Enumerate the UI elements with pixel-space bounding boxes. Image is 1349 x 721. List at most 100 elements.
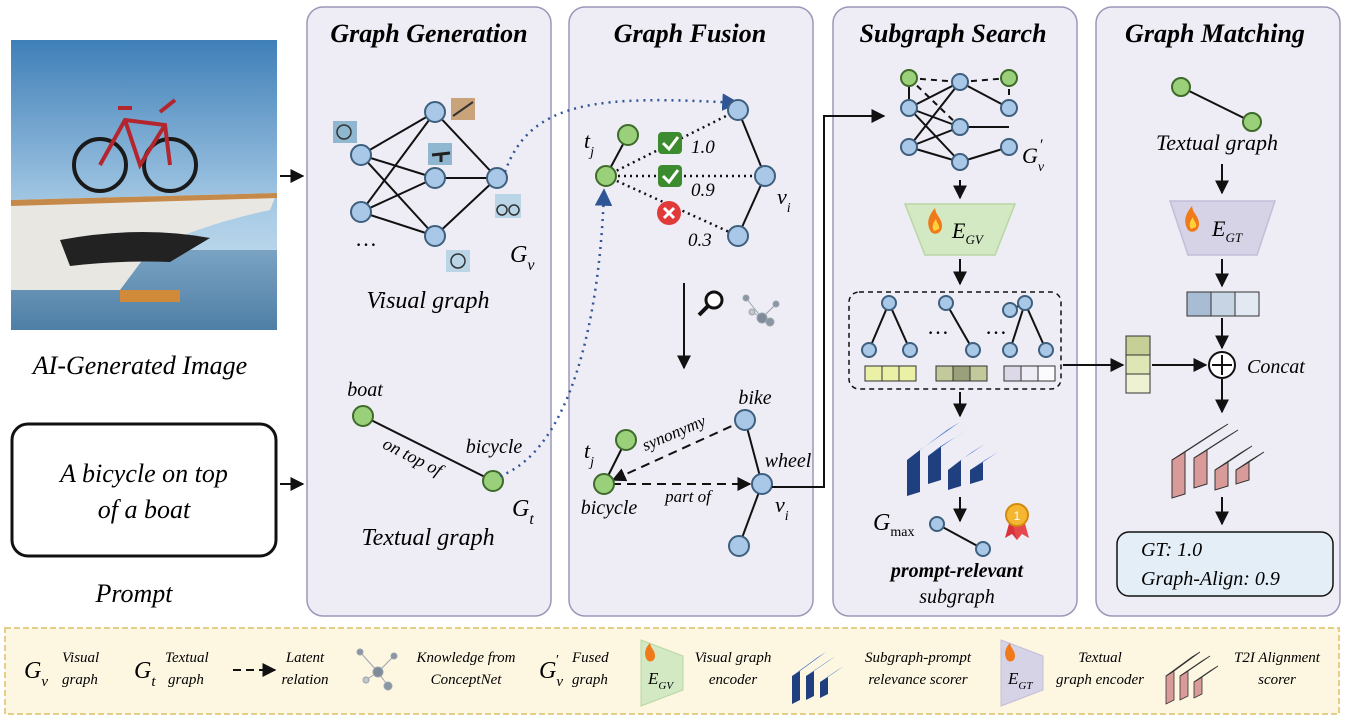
legend-t2i-line1: T2I Alignment <box>1234 650 1321 666</box>
legend-egt-symbol: EGT <box>1007 669 1033 692</box>
fused-graph-prime: ′ <box>1040 137 1044 154</box>
legend-egt-line2: graph encoder <box>1056 672 1144 688</box>
bicycle-photo-icon <box>72 98 198 193</box>
prompt-relevant-subgraph <box>929 516 991 557</box>
title-subgraph-search: Subgraph Search <box>859 19 1046 48</box>
score-3: 0.3 <box>688 230 712 251</box>
check-icon <box>658 132 682 187</box>
result-gt: GT: 1.0 <box>1141 539 1202 561</box>
score-1: 1.0 <box>691 137 715 158</box>
visual-graph-label: Visual graph <box>367 288 490 314</box>
dotted-arrow-textual-to-fusion <box>499 188 613 478</box>
title-graph-generation: Graph Generation <box>330 19 527 48</box>
subgraph-candidates-box <box>848 291 1062 390</box>
textual-graph-label: Textual graph <box>361 525 494 551</box>
image-caption: AI-Generated Image <box>31 351 247 380</box>
legend-gv-symbol: Gv <box>24 658 48 690</box>
legend-scorer-line2: relevance scorer <box>868 672 967 688</box>
t2i-alignment-scorer <box>1171 423 1265 499</box>
legend-knowledge-line2: ConceptNet <box>431 672 503 688</box>
graph-embedding-vector <box>1125 335 1151 394</box>
magnifier-icon <box>697 290 724 317</box>
fused-graph-symbol: Gv <box>1022 143 1045 175</box>
result-box <box>1116 531 1334 597</box>
legend-t2i-scorer-icon <box>1165 651 1219 705</box>
prompt-box <box>10 422 278 558</box>
flame-icon <box>645 643 655 662</box>
node-label-bike: bike <box>738 387 771 409</box>
textual-graph-encoder <box>1168 200 1277 256</box>
fused-graph <box>900 69 1018 171</box>
legend-gv-line1: Visual <box>62 650 99 666</box>
textual-graph-matching <box>1171 77 1262 132</box>
legend-fused-symbol: Gv <box>539 658 563 690</box>
relevance-scorer <box>907 422 998 496</box>
bicycle-thumbnail-icon <box>333 98 521 272</box>
edge-label-part-of: part of <box>664 487 713 506</box>
legend-gt-line2: graph <box>168 672 204 688</box>
subgraph-label-line2: subgraph <box>919 586 995 608</box>
vi-symbol-bottom: vi <box>775 492 789 524</box>
legend-latent-line1: Latent <box>285 650 325 666</box>
legend-fused-line2: graph <box>572 672 608 688</box>
arrow-fusion-to-search <box>772 109 886 488</box>
panel-graph-fusion <box>568 6 814 617</box>
gmax-symbol: Gmax <box>873 510 914 540</box>
legend-fused-line1: Fused <box>571 650 609 666</box>
legend-knowledge-line1: Knowledge from <box>415 650 515 666</box>
prompt-label: Prompt <box>94 579 173 608</box>
gv-symbol: Gv <box>510 242 535 274</box>
tj-symbol-top: tj <box>584 128 594 160</box>
prompt-text-line2: of a boat <box>98 495 191 524</box>
encoder-gt-label: EGT <box>1211 216 1243 245</box>
medal-icon: 1 <box>1005 503 1029 540</box>
flame-icon <box>1185 206 1199 232</box>
flame-icon <box>1005 643 1015 662</box>
legend-gt-symbol: Gt <box>134 658 156 690</box>
node-label-bicycle: bicycle <box>466 436 523 458</box>
legend-egv-line1: Visual graph <box>695 650 772 666</box>
legend-scorer-line1: Subgraph-prompt <box>865 650 972 666</box>
result-graph-align: Graph-Align: 0.9 <box>1141 568 1280 590</box>
title-graph-matching: Graph Matching <box>1125 19 1305 48</box>
fusion-graph-bottom <box>593 409 773 557</box>
legend-egv-line2: encoder <box>709 672 757 688</box>
node-label-bicycle-fusion: bicycle <box>581 497 638 519</box>
legend-gv-line2: graph <box>62 672 98 688</box>
textual-graph <box>352 405 504 492</box>
legend-gt-line1: Textual <box>165 650 209 666</box>
plus-circle-icon <box>1208 351 1236 379</box>
node-label-wheel: wheel <box>765 450 812 472</box>
node-label-boat: boat <box>347 379 383 401</box>
svg-text:1: 1 <box>1014 509 1021 523</box>
flame-icon <box>928 208 942 234</box>
score-2: 0.9 <box>691 180 715 201</box>
gt-symbol: Gt <box>512 496 534 528</box>
legend-egt-line1: Textual <box>1078 650 1122 666</box>
tj-symbol-bottom: tj <box>584 438 594 470</box>
text-embedding-vector <box>1186 291 1260 317</box>
panel-subgraph-search <box>832 6 1078 617</box>
conceptnet-icon <box>742 294 780 327</box>
ai-generated-image <box>11 40 277 330</box>
vi-symbol-top: vi <box>777 184 791 216</box>
subgraph-dots-2: … <box>985 314 1007 339</box>
legend-t2i-line2: scorer <box>1258 672 1296 688</box>
legend-latent-line2: relation <box>282 672 329 688</box>
legend-fused-prime: ′ <box>556 653 559 668</box>
subgraph-label-line1: prompt-relevant <box>889 560 1025 582</box>
encoder-gv-label: EGV <box>951 218 985 247</box>
legend-relevance-scorer-icon <box>792 652 844 704</box>
matching-textual-graph-label: Textual graph <box>1156 130 1278 155</box>
subgraph-candidates <box>861 295 1056 382</box>
cross-icon <box>657 201 681 225</box>
visual-graph <box>350 101 508 247</box>
visual-graph-ellipsis: … <box>355 226 377 251</box>
legend-egv-symbol: EGV <box>647 669 674 692</box>
prompt-text-line1: A bicycle on top <box>58 459 228 488</box>
concat-label: Concat <box>1247 356 1305 378</box>
subgraph-dots-1: … <box>927 314 949 339</box>
conceptnet-icon <box>356 648 398 691</box>
title-graph-fusion: Graph Fusion <box>614 19 766 48</box>
